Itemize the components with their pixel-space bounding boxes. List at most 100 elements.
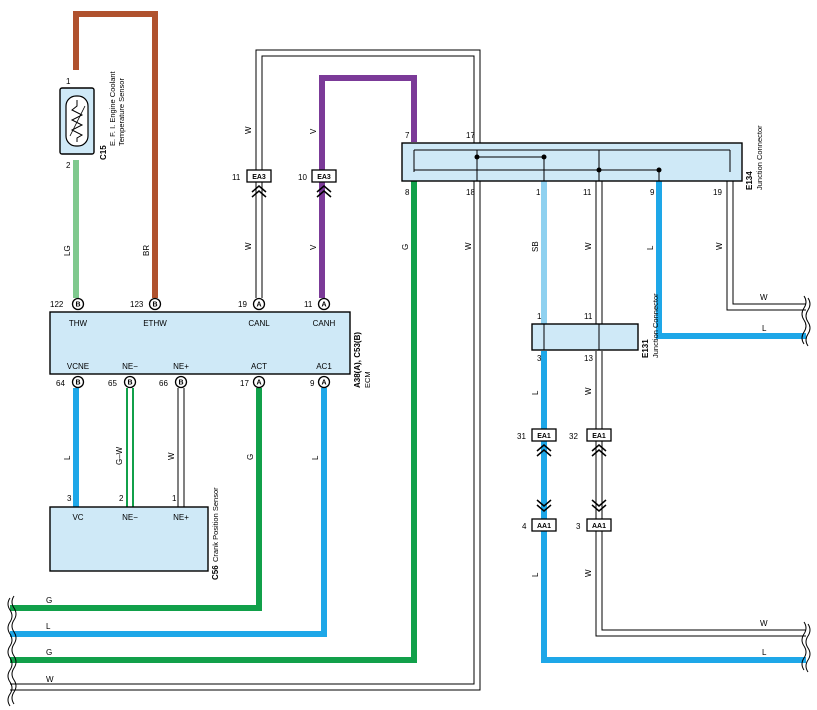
svg-text:A: A bbox=[321, 380, 326, 387]
svg-text:B: B bbox=[75, 302, 80, 309]
e134-pin-17: 17 bbox=[466, 131, 475, 140]
label-g-e134: G bbox=[401, 244, 410, 250]
e134-pin-1: 1 bbox=[536, 188, 541, 197]
wire-w-ne bbox=[177, 388, 185, 507]
wire-br bbox=[73, 11, 158, 298]
label-br: BR bbox=[142, 245, 151, 256]
label-w-e134: W bbox=[464, 242, 473, 250]
svg-text:32: 32 bbox=[569, 432, 578, 441]
ecm-id: A38(A), C53(B) bbox=[353, 332, 362, 388]
e134-id: E134 bbox=[745, 171, 754, 190]
svg-text:VCNE: VCNE bbox=[67, 362, 89, 371]
svg-text:65: 65 bbox=[108, 379, 117, 388]
wire-w-canl bbox=[10, 49, 481, 691]
ecm-name: ECM bbox=[363, 371, 372, 388]
svg-text:NE−: NE− bbox=[122, 362, 138, 371]
svg-text:THW: THW bbox=[69, 319, 88, 328]
inline-ea1-32: 32 EA1 bbox=[569, 428, 612, 512]
c15-pin2: 2 bbox=[66, 161, 71, 170]
label-w-ne: W bbox=[167, 452, 176, 460]
e134-box bbox=[401, 142, 743, 182]
label-l-e134-9: L bbox=[646, 245, 655, 250]
ecm-pin-9a: AC1 9 A bbox=[310, 362, 332, 389]
c56-pin-1: 1 NE+ bbox=[172, 494, 189, 522]
svg-text:ETHW: ETHW bbox=[143, 319, 167, 328]
svg-text:EA1: EA1 bbox=[537, 433, 551, 440]
label-left-w: W bbox=[46, 675, 54, 684]
svg-text:123: 123 bbox=[130, 300, 144, 309]
svg-text:A: A bbox=[256, 302, 261, 309]
wire-gw bbox=[126, 388, 134, 507]
label-lg: LG bbox=[63, 245, 72, 256]
svg-text:CANL: CANL bbox=[248, 319, 270, 328]
ecm-pin-122: 122 B THW bbox=[50, 297, 88, 328]
label-w-aa1-3: W bbox=[584, 569, 593, 577]
e134-name: Junction Connector bbox=[755, 125, 764, 190]
c56-pin-3: 3 VC bbox=[67, 494, 84, 522]
svg-text:B: B bbox=[127, 380, 132, 387]
svg-text:B: B bbox=[152, 302, 157, 309]
e134-pin-9: 9 bbox=[650, 188, 655, 197]
svg-text:NE+: NE+ bbox=[173, 362, 189, 371]
inline-ea1-31: 31 EA1 bbox=[517, 428, 557, 512]
svg-text:3: 3 bbox=[576, 522, 581, 531]
break-mark-right-top bbox=[801, 295, 811, 347]
svg-text:122: 122 bbox=[50, 300, 64, 309]
svg-text:B: B bbox=[178, 380, 183, 387]
e131-pin-11: 11 bbox=[584, 312, 593, 321]
label-w-canl-top: W bbox=[244, 126, 253, 134]
svg-text:B: B bbox=[75, 380, 80, 387]
label-w-canl-bot: W bbox=[244, 242, 253, 250]
label-v-bot: V bbox=[309, 244, 318, 250]
c15-id: C15 bbox=[99, 145, 108, 160]
svg-text:NE+: NE+ bbox=[173, 513, 189, 522]
svg-text:9: 9 bbox=[310, 379, 315, 388]
wire-g-e134 bbox=[10, 181, 417, 663]
label-l-e131-3: L bbox=[531, 390, 540, 395]
e134-pin-11: 11 bbox=[583, 188, 592, 197]
label-left-g1: G bbox=[46, 596, 52, 605]
e131-pin-1: 1 bbox=[537, 312, 542, 321]
label-right-w2: W bbox=[760, 619, 768, 628]
wire-g-act bbox=[10, 388, 262, 611]
svg-text:AA1: AA1 bbox=[537, 523, 551, 530]
label-w-e131-13: W bbox=[584, 387, 593, 395]
inline-aa1-3: 3 AA1 bbox=[576, 518, 612, 532]
svg-text:3: 3 bbox=[67, 494, 72, 503]
svg-text:4: 4 bbox=[522, 522, 527, 531]
e134-pin-7: 7 bbox=[405, 131, 410, 140]
svg-text:11: 11 bbox=[304, 300, 313, 309]
ecm-box bbox=[49, 311, 351, 375]
svg-text:NE−: NE− bbox=[122, 513, 138, 522]
svg-text:64: 64 bbox=[56, 379, 65, 388]
svg-text:AA1: AA1 bbox=[592, 523, 606, 530]
c15-sensor bbox=[59, 87, 95, 155]
ecm-pin-66: NE+ 66 B bbox=[159, 362, 189, 389]
label-right-l2: L bbox=[762, 648, 767, 657]
svg-text:ACT: ACT bbox=[251, 362, 267, 371]
svg-text:EA1: EA1 bbox=[592, 433, 606, 440]
c56-box bbox=[49, 506, 209, 572]
e131-internal bbox=[543, 324, 600, 350]
c56-pin-2: 2 NE− bbox=[119, 494, 138, 522]
break-mark-right-bottom bbox=[801, 621, 811, 673]
svg-text:10: 10 bbox=[298, 173, 307, 182]
c56-name: Crank Position Sensor bbox=[211, 487, 220, 562]
c15-pin1: 1 bbox=[66, 77, 71, 86]
e131-box bbox=[531, 323, 639, 351]
label-l-vcne: L bbox=[63, 455, 72, 460]
c56-id: C56 bbox=[211, 565, 220, 580]
svg-text:AC1: AC1 bbox=[316, 362, 332, 371]
e134-pin-19: 19 bbox=[713, 188, 722, 197]
svg-text:EA3: EA3 bbox=[252, 174, 266, 181]
ecm-pin-17a: ACT 17 A bbox=[240, 362, 267, 389]
wire-w-e131-13 bbox=[595, 351, 806, 637]
svg-text:A: A bbox=[321, 302, 326, 309]
ecm-pin-19a: 19 A CANL bbox=[238, 297, 270, 328]
e134-internal bbox=[413, 149, 731, 181]
wire-v bbox=[319, 75, 417, 298]
label-w-e134-11: W bbox=[584, 242, 593, 250]
e131-id: E131 bbox=[641, 339, 650, 358]
wire-l-e134-9 bbox=[656, 181, 806, 339]
